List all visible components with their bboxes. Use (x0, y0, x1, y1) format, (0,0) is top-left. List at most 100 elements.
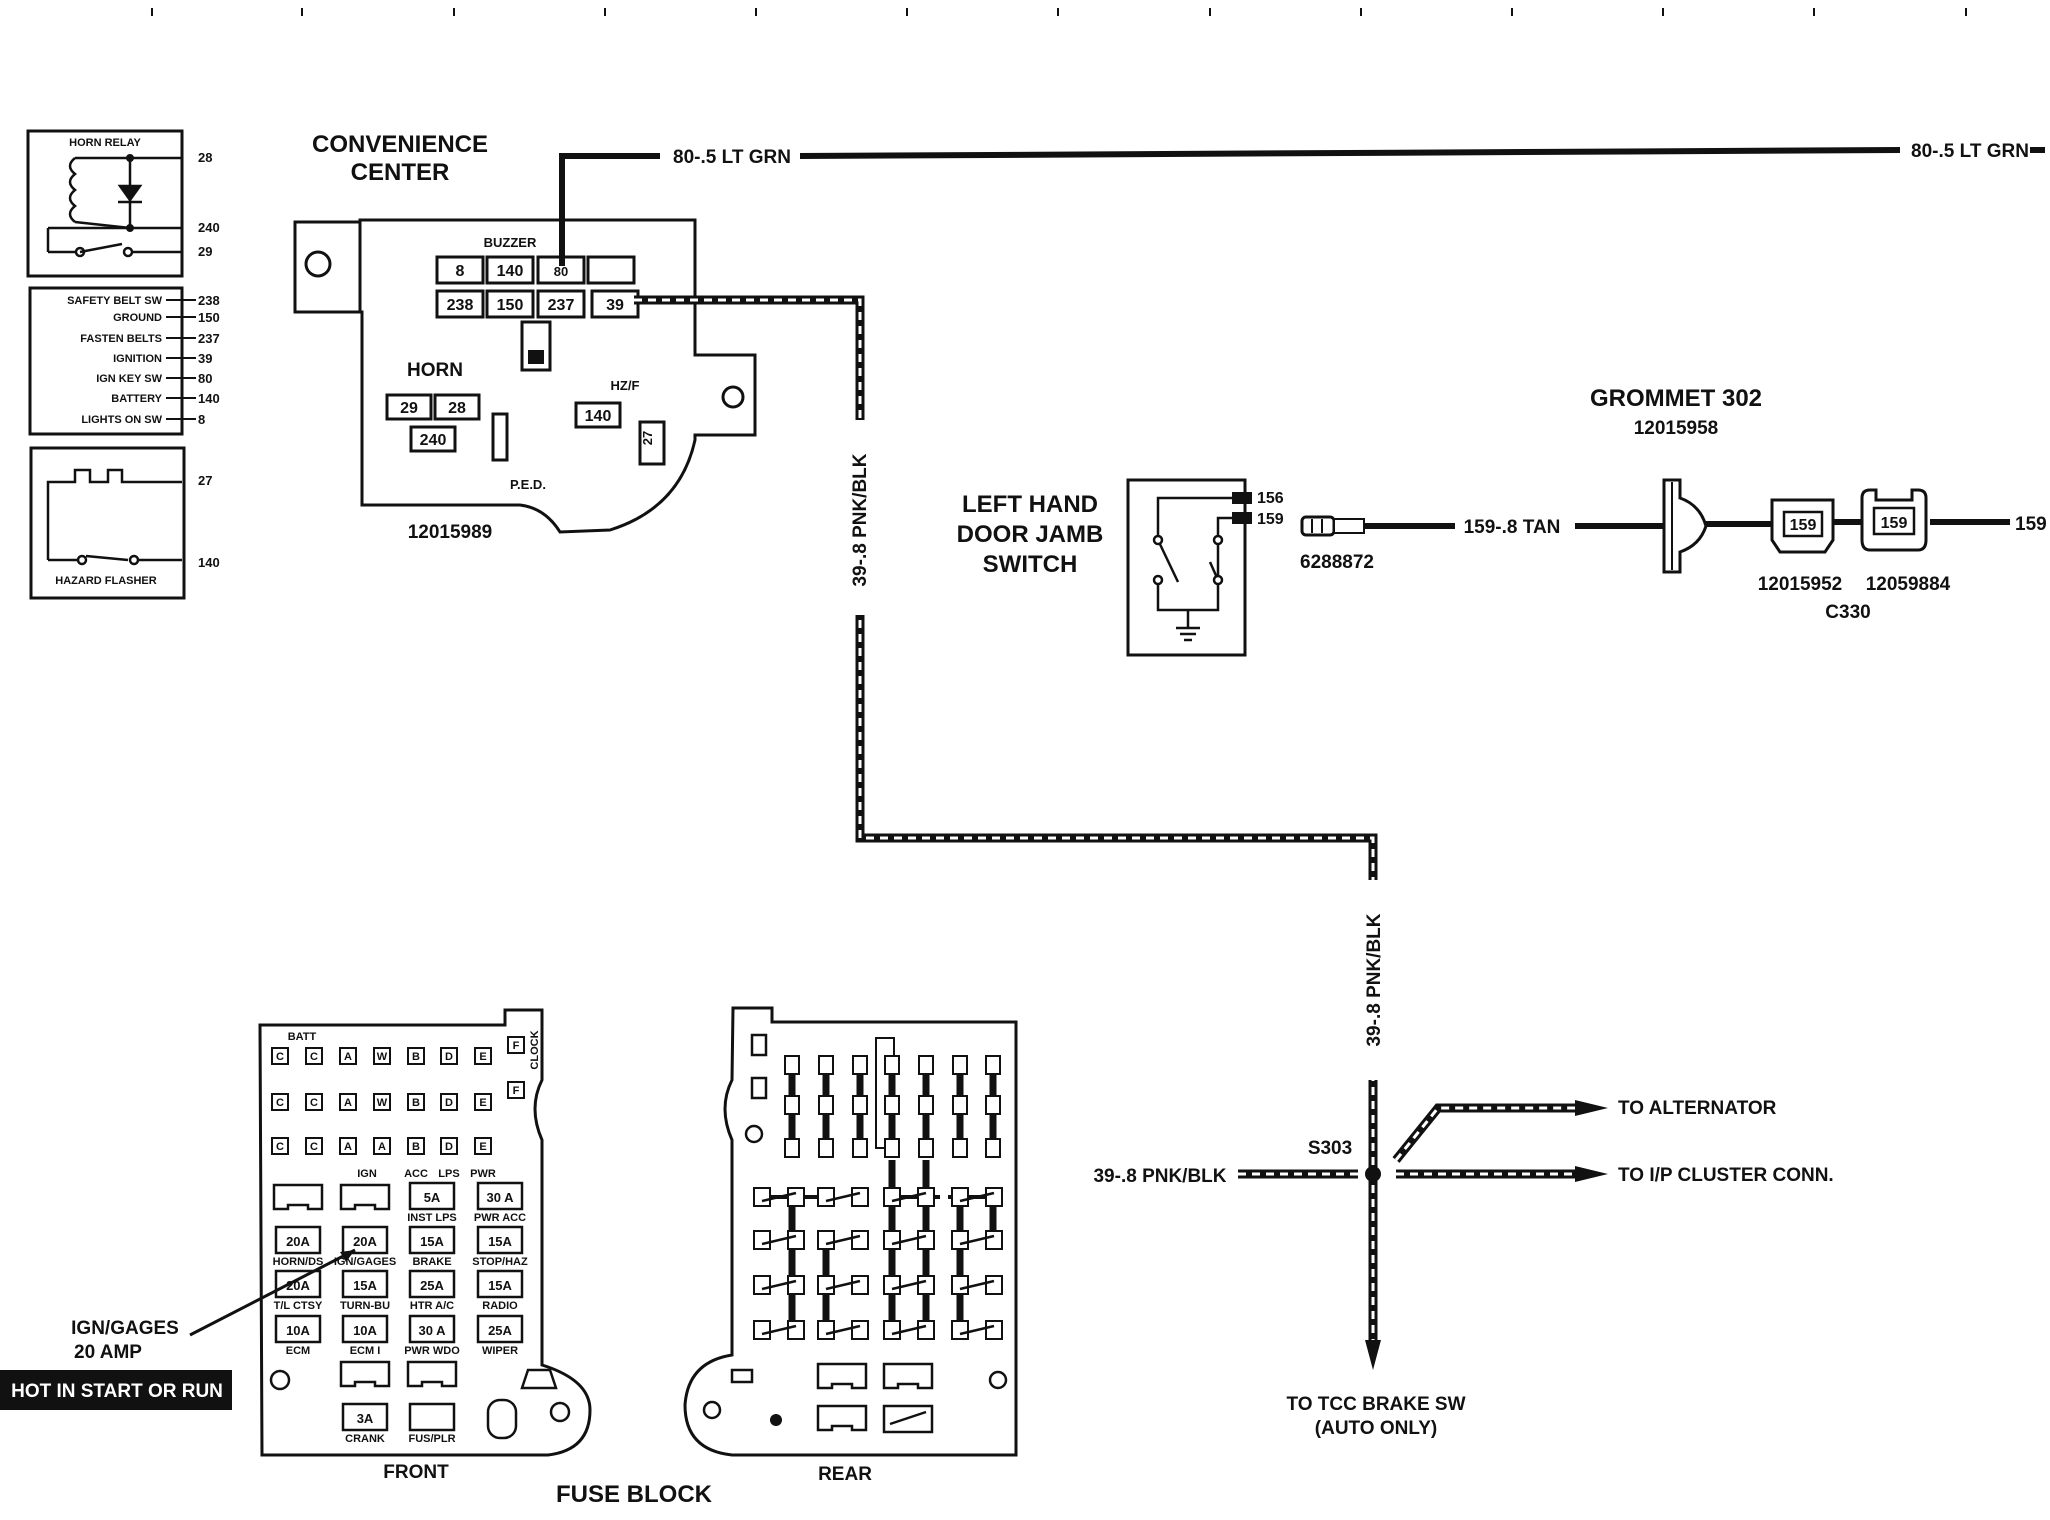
to-ip-cluster-label: TO I/P CLUSTER CONN. (1618, 1165, 1834, 1186)
horn-label: HORN (407, 360, 463, 381)
relay-socket: C (310, 1141, 318, 1153)
relay-socket: W (377, 1051, 388, 1063)
wire-label-vertical-2: 39-.8 PNK/BLK (1364, 913, 1385, 1046)
clock-label: CLOCK (529, 1030, 541, 1069)
hzf-label: HZ/F (611, 378, 640, 393)
wire-39-pnk-blk: 39-.8 PNK/BLK 39-.8 PNK/BLK 39-.8 PNK/BL… (634, 295, 1385, 1370)
to-tcc-label-2: (AUTO ONLY) (1315, 1418, 1437, 1439)
buzzer-terminal: 80 (554, 264, 568, 279)
fuse-name: ECM I (350, 1345, 381, 1357)
side-letter-2: F (513, 1085, 520, 1097)
fuse-block-rear: REAR (683, 1006, 1018, 1485)
callout-line-1: IGN/GAGES (71, 1318, 179, 1339)
fuse-rating: 3A (357, 1411, 374, 1426)
front-label: FRONT (383, 1462, 449, 1483)
flasher-pin-140: 140 (198, 555, 220, 570)
fuse-name: IGN/GAGES (334, 1256, 396, 1268)
splice-name: S303 (1308, 1138, 1352, 1159)
grommet-connector-name: C330 (1825, 602, 1870, 623)
buzzer-legend-name: SAFETY BELT SW (67, 295, 163, 307)
wire-label-vertical-1: 39-.8 PNK/BLK (850, 453, 871, 586)
buzzer-legend-pin: 237 (198, 331, 220, 346)
door-pin-159: 159 (1257, 511, 1284, 528)
fuse-name: T/L CTSY (274, 1300, 323, 1312)
hazard-flasher-legend: 27 140 HAZARD FLASHER (29, 446, 220, 600)
fuse-name: PWR ACC (474, 1212, 526, 1224)
hzf-terminal: 140 (585, 408, 612, 425)
fuse-rating: 15A (488, 1278, 512, 1293)
horn-relay-legend: HORN RELAY 28 240 29 (26, 129, 220, 278)
fuse-name: HORN/DS (273, 1256, 324, 1268)
hot-label: HOT IN START OR RUN (11, 1381, 223, 1402)
wire-label-horizontal: 39-.8 PNK/BLK (1093, 1166, 1226, 1187)
fuse-name: FUS/PLR (408, 1433, 455, 1445)
fuse-rating: 30 A (419, 1323, 447, 1338)
to-alternator-label: TO ALTERNATOR (1618, 1098, 1777, 1119)
relay-socket: B (412, 1141, 420, 1153)
relay-socket: D (445, 1141, 453, 1153)
splice-s303: S303 TO ALTERNATOR TO I/P CLUSTER CONN. … (1286, 1098, 1833, 1439)
fuse-rating: 25A (420, 1278, 444, 1293)
relay-pin-240: 240 (198, 220, 220, 235)
to-tcc-label-1: TO TCC BRAKE SW (1286, 1394, 1465, 1415)
wire-label-tan-end: 159 (2015, 514, 2047, 535)
hot-in-start-run-badge (0, 1370, 232, 1410)
buzzer-legend-name: IGNITION (113, 353, 162, 365)
wire-label-top-left: 80-.5 LT GRN (673, 147, 791, 168)
buzzer-legend-name: GROUND (113, 312, 162, 324)
relay-socket: E (479, 1097, 486, 1109)
relay-socket: C (276, 1141, 284, 1153)
convenience-center-title-2: CENTER (351, 159, 450, 186)
wire-label-tan: 159-.8 TAN (1464, 517, 1561, 538)
ped-terminal: 27 (640, 431, 655, 445)
grommet-part: 12015958 (1634, 418, 1719, 439)
fuse-rating: 10A (353, 1323, 377, 1338)
side-letter-1: F (513, 1040, 520, 1052)
fuse-rating: 25A (488, 1323, 512, 1338)
relay-socket: D (445, 1097, 453, 1109)
hazard-flasher-title: HAZARD FLASHER (55, 575, 156, 587)
wire-label-top-right: 80-.5 LT GRN (1911, 141, 2029, 162)
buzzer-terminal: 140 (497, 263, 524, 280)
relay-socket: D (445, 1051, 453, 1063)
relay-socket: C (276, 1051, 284, 1063)
grommet-title: GROMMET 302 (1590, 385, 1762, 412)
door-switch-title-1: LEFT HAND (962, 491, 1098, 518)
buzzer-terminal: 238 (447, 297, 474, 314)
relay-socket: E (479, 1141, 486, 1153)
buzzer-legend-name: BATTERY (111, 393, 162, 405)
fuse-rating: 20A (353, 1234, 377, 1249)
fuse-rating: 15A (488, 1234, 512, 1249)
buzzer-legend-pin: 140 (198, 391, 220, 406)
page-ticks (151, 8, 1967, 16)
buzzer-legend-pin: 150 (198, 310, 220, 325)
fuse-column-header: PWR (470, 1168, 496, 1180)
relay-socket: A (344, 1141, 352, 1153)
relay-socket: A (378, 1141, 386, 1153)
fuse-rating: 10A (286, 1323, 310, 1338)
buzzer-legend-name: FASTEN BELTS (80, 333, 162, 345)
fuse-name: BRAKE (412, 1256, 451, 1268)
batt-label: BATT (288, 1031, 317, 1043)
buzzer-terminal: 8 (456, 263, 465, 280)
fuse-rating: 5A (424, 1190, 441, 1205)
buzzer-legend-pin: 39 (198, 351, 212, 366)
grommet-connector-a: 12015952 (1758, 574, 1843, 595)
fuse-name: PWR WDO (404, 1345, 460, 1357)
relay-socket: C (310, 1097, 318, 1109)
relay-socket: C (310, 1051, 318, 1063)
buzzer-label: BUZZER (484, 235, 537, 250)
fuse-name: ECM (286, 1345, 310, 1357)
rear-label: REAR (818, 1464, 872, 1485)
door-switch-title-2: DOOR JAMB (957, 521, 1104, 548)
grommet-connector-b: 12059884 (1866, 574, 1951, 595)
fuse-name: TURN-BU (340, 1300, 390, 1312)
relay-coil-icon (46, 156, 182, 258)
fuse-name: INST LPS (407, 1212, 457, 1224)
fuse-rating: 15A (353, 1278, 377, 1293)
horn-relay-title: HORN RELAY (69, 137, 141, 149)
